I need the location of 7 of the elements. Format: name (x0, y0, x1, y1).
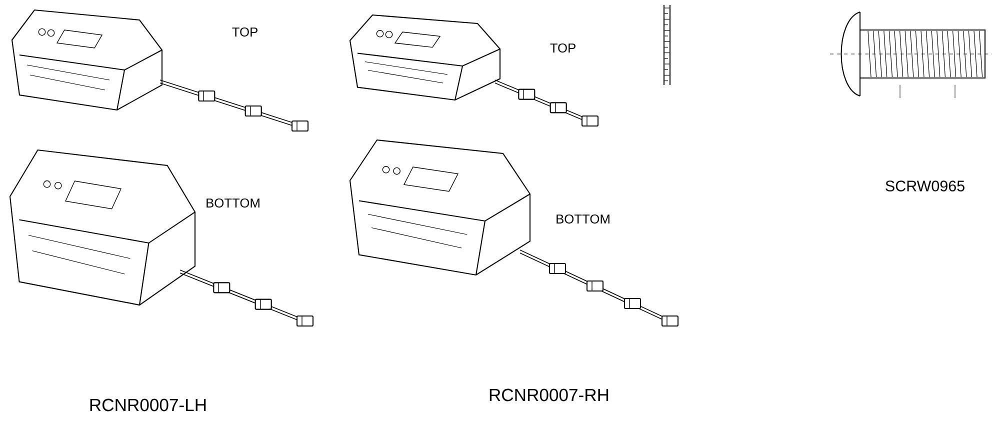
part-number: SCRW0965 (884, 179, 966, 193)
view-label: TOP (230, 26, 260, 38)
part-number: RCNR0007-LH (88, 398, 208, 412)
view-label: TOP (548, 42, 578, 54)
part-number: RCNR0007-RH (487, 388, 611, 402)
view-label: BOTTOM (204, 197, 262, 209)
view-label: BOTTOM (554, 213, 612, 225)
